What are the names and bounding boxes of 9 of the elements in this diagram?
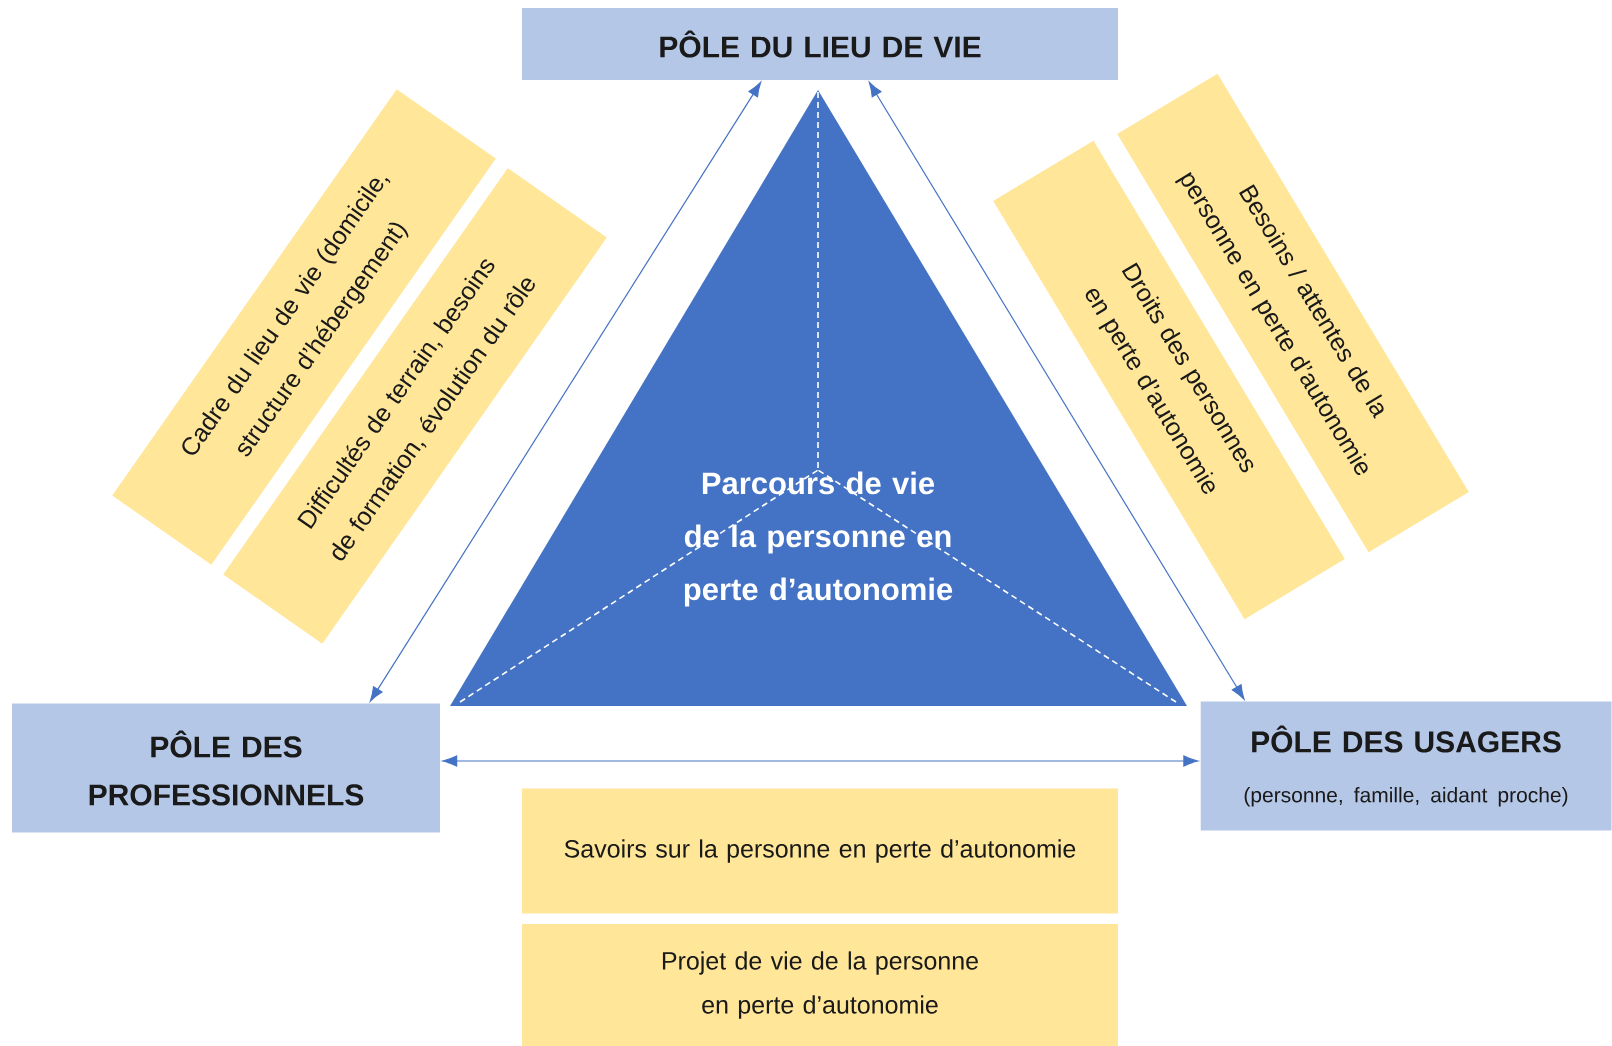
triangle-label: Parcours de vie de la personne en perte d’autonomie	[684, 471, 953, 607]
arrow	[369, 81, 762, 702]
text-box: Projet de vie de la personne en perte d’autonomie	[522, 924, 1118, 1046]
pole-box: PÔLE DES USAGERS (personne, famille, aidant proche)	[1200, 701, 1612, 831]
arrow	[868, 81, 1245, 700]
arrow	[442, 755, 1199, 767]
pole-box: PÔLE DU LIEU DE VIE	[522, 8, 1118, 80]
text-box: Savoirs sur la personne en perte d’autonomie	[522, 788, 1118, 914]
pole-box: PÔLE DES PROFESSIONNELS	[12, 703, 440, 833]
